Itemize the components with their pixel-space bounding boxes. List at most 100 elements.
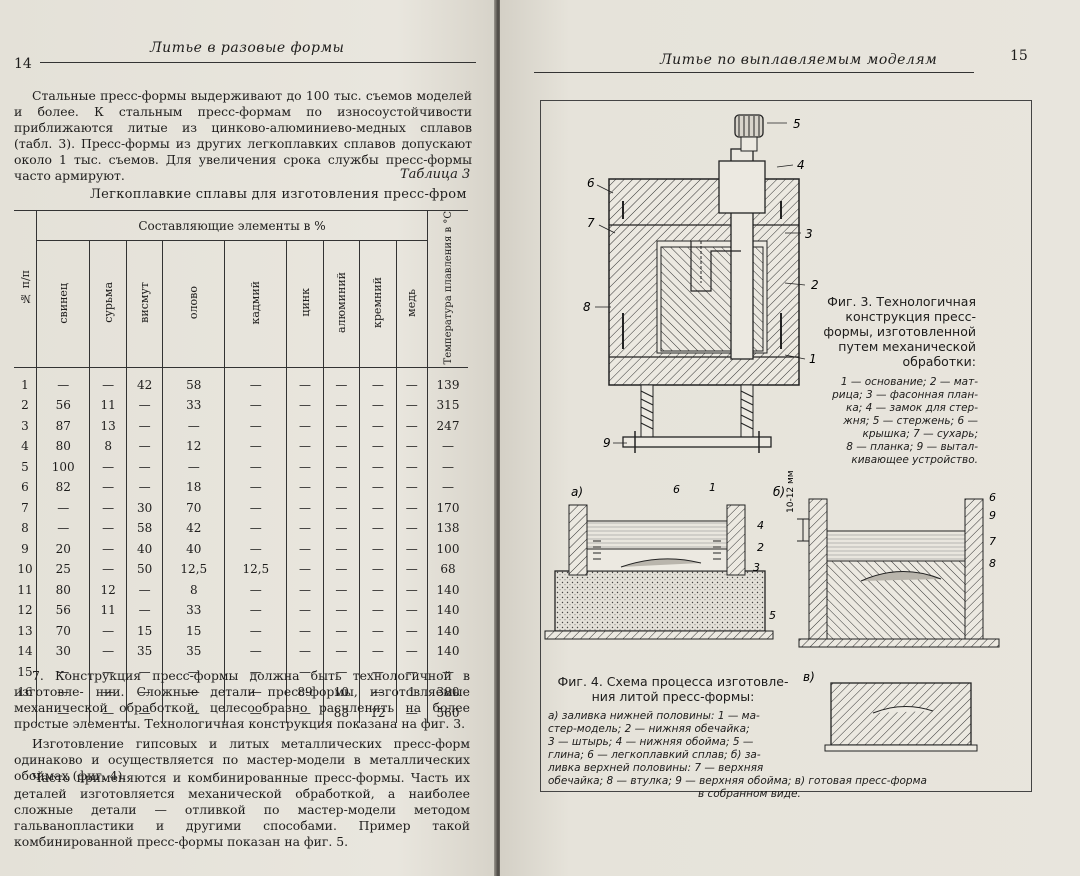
table-cell: — (395, 702, 428, 723)
table-cell: — (359, 367, 397, 395)
fig3-legend: 1 — основание; 2 — мат- рица; 3 — фасонн… (822, 376, 978, 467)
table-cell: — (395, 599, 428, 621)
table-cell: — (395, 579, 428, 600)
table-cell: 30 (35, 640, 90, 662)
table-cell: — (35, 367, 90, 395)
caption-line: конструкция пресс- (845, 309, 976, 324)
text-line: Пример такой комбинированной пресс-формы… (14, 818, 470, 849)
table-cell: — (286, 456, 324, 477)
table-cell: 20 (35, 538, 90, 559)
page-number: 15 (1010, 48, 1028, 64)
col-header-number: № п/п (14, 209, 37, 369)
col-header-element: медь (395, 240, 428, 369)
table-cell: 16 (17, 685, 33, 700)
fig4b-label: 7 (989, 535, 996, 548)
table-cell: 15 (17, 664, 33, 679)
table-cell: — (35, 661, 90, 682)
caption-line: обработки: (902, 354, 976, 369)
table-cell: 56 (35, 394, 90, 416)
table-cell: — (286, 435, 324, 457)
table-cell: — (427, 435, 468, 457)
table-row: 15—————————— (14, 661, 468, 682)
table-cell: — (125, 579, 163, 600)
table-cell: 1 (395, 681, 428, 703)
table-cell: 12 (162, 435, 225, 457)
table-cell: 12,5 (162, 558, 225, 580)
table-cell: 40 (125, 538, 163, 559)
table-cell: 88 (322, 702, 360, 723)
legend-line: рица; 3 — фасонная план- (832, 389, 978, 401)
table-cell: — (395, 394, 428, 416)
header-rule (534, 72, 974, 73)
table-cell: 139 (427, 367, 468, 395)
table-cell: 3 (21, 418, 29, 433)
table-cell: — (322, 579, 360, 600)
table-cell: — (359, 620, 397, 641)
table-cell: — (322, 456, 360, 477)
table-cell: 7 (21, 500, 29, 515)
page-number: 14 (14, 56, 32, 72)
text-line: отливкой по мастер-модели методом гальва… (14, 802, 470, 833)
table-cell: — (286, 476, 324, 498)
table-cell: 2 (21, 398, 29, 413)
table-cell: 8 (21, 521, 29, 536)
table-cell: — (286, 517, 324, 539)
legend-line: 8 — планка; 9 — вытал- (846, 441, 978, 453)
fig3-label: 9 (603, 436, 611, 450)
text-line: из цинково-алюминиево-медных сплавов (та… (14, 120, 472, 151)
table-cell: — (395, 367, 428, 395)
table-cell: 138 (427, 517, 468, 539)
table-cell: 247 (427, 415, 468, 436)
table-cell: — (224, 640, 287, 662)
table-cell: — (162, 415, 225, 436)
table-cell: — (125, 661, 163, 682)
fig4a-label: 6 (673, 483, 680, 496)
table-cell: 100 (427, 538, 468, 559)
table-cell: — (322, 415, 360, 436)
fig4b-drawing (797, 498, 1000, 648)
fig4b-label: 9 (989, 509, 996, 522)
table-cell: — (89, 640, 127, 662)
text-line: К стальным пресс-формам по износоустойчи… (14, 104, 473, 135)
table-cell: 33 (162, 599, 225, 621)
table-cell: 140 (427, 579, 468, 600)
table-cell: — (286, 702, 324, 723)
table-cell: — (224, 456, 287, 477)
caption-line: ния литой пресс-формы: (591, 689, 755, 704)
table-cell: 30 (125, 497, 163, 518)
table-cell: 8 (162, 579, 225, 600)
table-cell: — (359, 579, 397, 600)
table-cell: — (224, 476, 287, 498)
table-cell: — (224, 415, 287, 436)
fig4a-label: 5 (769, 609, 776, 622)
col-header-element: цинк (286, 240, 324, 369)
table-cell: — (359, 456, 397, 477)
table-cell: — (427, 456, 468, 477)
fig3-label: 6 (587, 176, 595, 190)
fig4b-label: 6 (989, 491, 996, 504)
legend-line: крышка; 7 — сухарь; (862, 428, 978, 440)
table-cell: — (322, 394, 360, 416)
col-header-element: алюминий (322, 240, 360, 369)
table-cell: — (89, 476, 127, 498)
table-cell: 6 (21, 480, 29, 495)
table-cell: 12 (89, 579, 127, 600)
table-cell: 89 (286, 681, 324, 703)
table-cell: — (35, 497, 90, 518)
fig4-panel-label: а) (571, 485, 583, 499)
table-cell: 80 (35, 435, 90, 457)
fig4b-label: 8 (989, 557, 996, 570)
col-header-temp: Температура плавления в °С (427, 209, 468, 369)
table-cell: — (162, 681, 225, 703)
table-cell: — (395, 456, 428, 477)
legend-line: обечайка; 8 — втулка; 9 — верхняя обойма… (548, 775, 927, 787)
table-cell: 35 (162, 640, 225, 662)
table-cell: — (322, 538, 360, 559)
table-cell: 140 (427, 599, 468, 621)
table-cell: 4 (21, 439, 29, 454)
